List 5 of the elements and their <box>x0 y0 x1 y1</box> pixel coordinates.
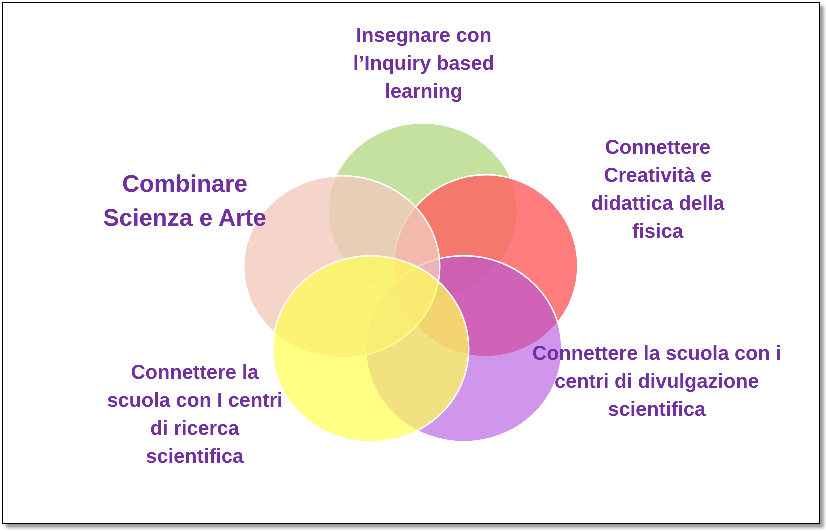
circle-label: Combinare Scienza e Arte <box>102 170 268 234</box>
circle-label: Connettere Creatività e didattica della fisica <box>590 136 726 245</box>
circle-label: Insegnare con l’Inquiry based learning <box>352 24 496 105</box>
circle-label: Connettere la scuola con I centri di ricerca scientifica <box>106 361 284 470</box>
circle-label: Connettere la scuola con i centri di divulgazione scientifica <box>532 342 782 423</box>
